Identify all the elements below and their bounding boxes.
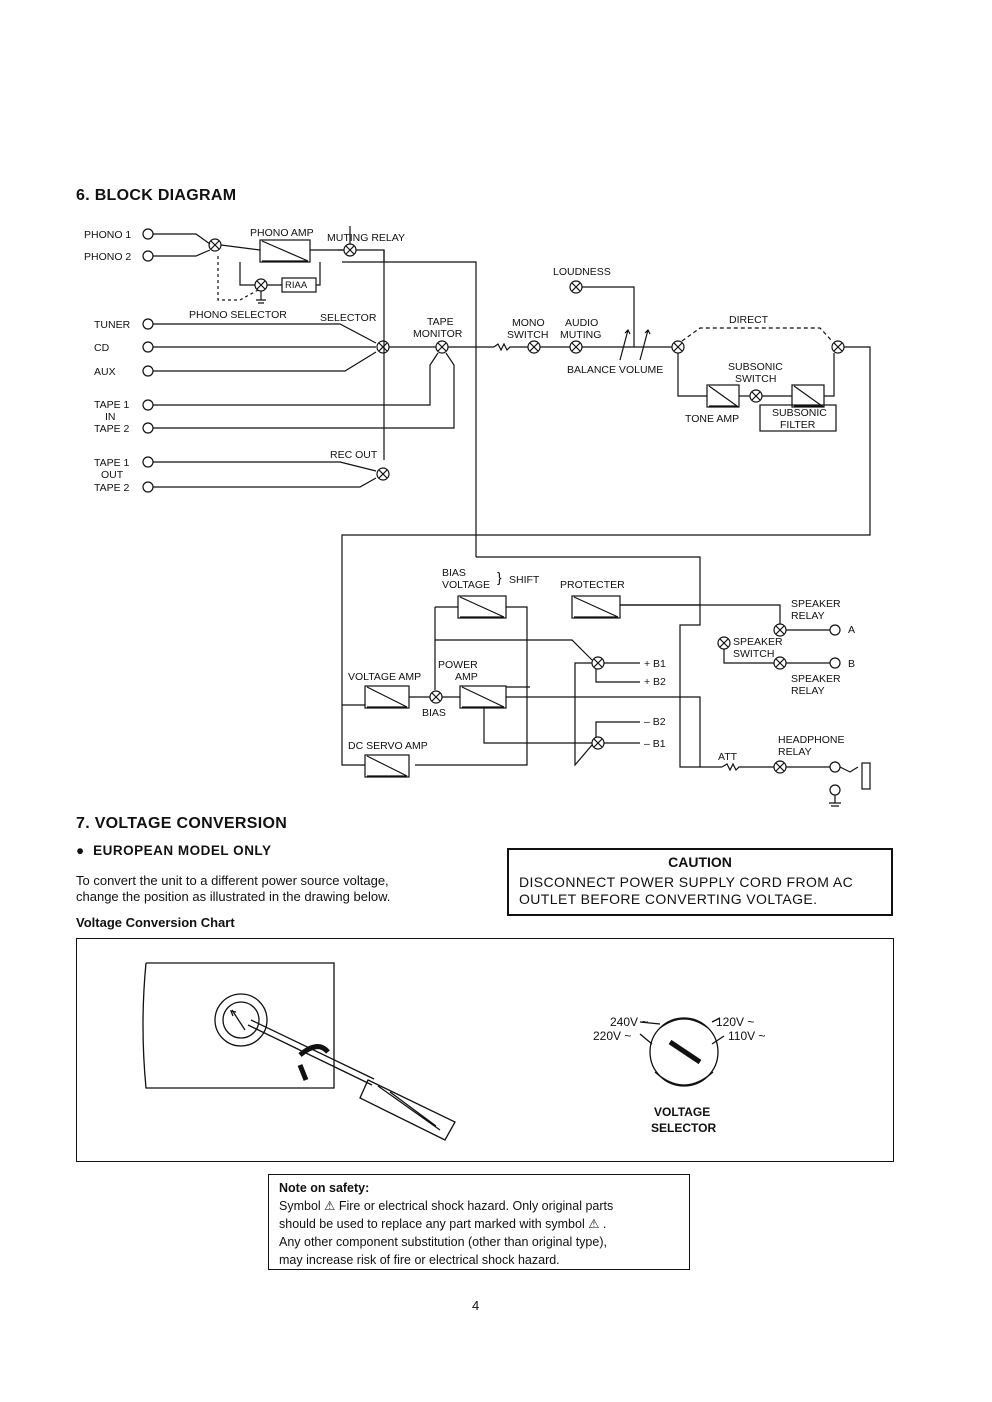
label-speaker-relay-a-2: RELAY: [791, 610, 825, 622]
label-phono-amp: PHONO AMP: [250, 227, 314, 239]
label-speaker-switch-2: SWITCH: [733, 648, 775, 660]
bullet: ●: [76, 843, 85, 858]
instruction-line-2: change the position as illustrated in th…: [76, 889, 391, 904]
label-tape-monitor-2: MONITOR: [413, 328, 463, 340]
label-b: B: [848, 658, 856, 670]
label-power-1: POWER: [438, 659, 478, 671]
label-speaker-switch-1: SPEAKER: [733, 636, 783, 648]
safety-note-line-4: may increase risk of fire or electrical …: [279, 1253, 560, 1267]
safety-note-line-3: Any other component substitution (other …: [279, 1235, 607, 1249]
label-tape2-out: TAPE 2: [94, 482, 130, 494]
label-voltage-amp: VOLTAGE AMP: [348, 671, 422, 683]
label-b1-minus: – B1: [644, 738, 666, 750]
label-subsonic-filter-1: SUBSONIC: [772, 407, 827, 419]
caution-line-1: DISCONNECT POWER SUPPLY CORD FROM AC: [519, 874, 854, 890]
label-subsonic-filter-2: FILTER: [780, 419, 816, 431]
page-number: 4: [472, 1298, 480, 1313]
label-selector: SELECTOR: [320, 312, 377, 324]
voltage-selector-label-1: VOLTAGE: [654, 1105, 711, 1119]
label-bias-voltage-1: BIAS: [442, 567, 466, 579]
label-b1-plus: + B1: [644, 658, 666, 670]
label-loudness: LOUDNESS: [553, 266, 611, 278]
label-subsonic-switch-2: SWITCH: [735, 373, 777, 385]
caution-line-2: OUTLET BEFORE CONVERTING VOLTAGE.: [519, 891, 818, 907]
safety-note: Note on safety: Symbol ⚠ Fire or electri…: [268, 1174, 690, 1270]
label-aux: AUX: [94, 366, 116, 378]
label-phono1: PHONO 1: [84, 229, 132, 241]
label-headphone-1: HEADPHONE: [778, 734, 845, 746]
instruction-line-1: To convert the unit to a different power…: [76, 873, 389, 888]
label-tuner: TUNER: [94, 319, 131, 331]
label-tape2-in: TAPE 2: [94, 423, 130, 435]
label-speaker-relay-b-1: SPEAKER: [791, 673, 841, 685]
label-speaker-relay-a-1: SPEAKER: [791, 598, 841, 610]
voltage-conversion-heading: 7. VOLTAGE CONVERSION: [76, 815, 288, 832]
label-phono-selector: PHONO SELECTOR: [189, 309, 287, 321]
label-headphone-2: RELAY: [778, 746, 812, 758]
label-mono-2: SWITCH: [507, 329, 549, 341]
brace: }: [497, 569, 502, 585]
label-phono2: PHONO 2: [84, 251, 132, 263]
block-diagram: [142, 226, 871, 807]
label-muting-relay: MUTING RELAY: [327, 232, 405, 244]
safety-note-line-1: Symbol ⚠ Fire or electrical shock hazard…: [279, 1199, 614, 1213]
label-b2-minus: – B2: [644, 716, 666, 728]
label-cd: CD: [94, 342, 110, 354]
label-tone-amp: TONE AMP: [685, 413, 740, 425]
label-240v: 240V ~: [610, 1015, 649, 1029]
label-rec-out: REC OUT: [330, 449, 378, 461]
label-dc-servo-amp: DC SERVO AMP: [348, 740, 428, 752]
label-120v: 120V ~: [716, 1015, 755, 1029]
label-tape1-out: TAPE 1: [94, 457, 130, 469]
safety-note-title: Note on safety:: [279, 1181, 370, 1195]
label-direct: DIRECT: [729, 314, 769, 326]
label-bias: BIAS: [422, 707, 446, 719]
label-power-2: AMP: [455, 671, 478, 683]
subtitle-text: EUROPEAN MODEL ONLY: [93, 843, 272, 858]
label-audio-2: MUTING: [560, 329, 602, 341]
label-a: A: [848, 624, 856, 636]
chart-title: Voltage Conversion Chart: [76, 915, 235, 930]
label-tape1-in: TAPE 1: [94, 399, 130, 411]
label-audio-1: AUDIO: [565, 317, 599, 329]
block-diagram-heading: 6. BLOCK DIAGRAM: [76, 187, 237, 204]
label-in: IN: [105, 411, 116, 423]
label-tape-monitor-1: TAPE: [427, 316, 454, 328]
label-mono-1: MONO: [512, 317, 545, 329]
label-110v: 110V ~: [728, 1029, 766, 1043]
label-att: ATT: [718, 751, 738, 763]
voltage-selector-label-2: SELECTOR: [651, 1121, 717, 1135]
caution-box: CAUTION DISCONNECT POWER SUPPLY CORD FRO…: [507, 848, 893, 916]
label-out: OUT: [101, 469, 124, 481]
label-b2-plus: + B2: [644, 676, 666, 688]
label-protecter: PROTECTER: [560, 579, 625, 591]
label-shift: SHIFT: [509, 574, 540, 586]
label-speaker-relay-b-2: RELAY: [791, 685, 825, 697]
voltage-conversion-chart: [76, 938, 894, 1162]
label-riaa: RIAA: [285, 280, 308, 291]
label-220v: 220V ~: [593, 1029, 632, 1043]
label-subsonic-switch-1: SUBSONIC: [728, 361, 783, 373]
label-bias-voltage-2: VOLTAGE: [442, 579, 491, 591]
label-balance-volume: BALANCE VOLUME: [567, 364, 664, 376]
safety-note-line-2: should be used to replace any part marke…: [279, 1217, 607, 1231]
european-subtitle: ● EUROPEAN MODEL ONLY: [76, 843, 271, 858]
caution-title: CAUTION: [668, 854, 732, 870]
